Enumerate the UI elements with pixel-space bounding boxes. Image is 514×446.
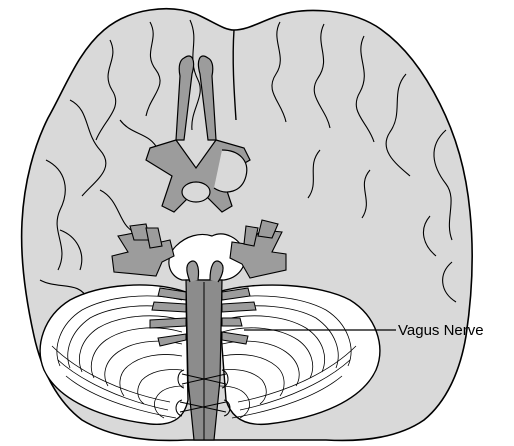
pituitary	[182, 182, 210, 202]
vagus-nerve-label: Vagus Nerve	[398, 322, 484, 339]
